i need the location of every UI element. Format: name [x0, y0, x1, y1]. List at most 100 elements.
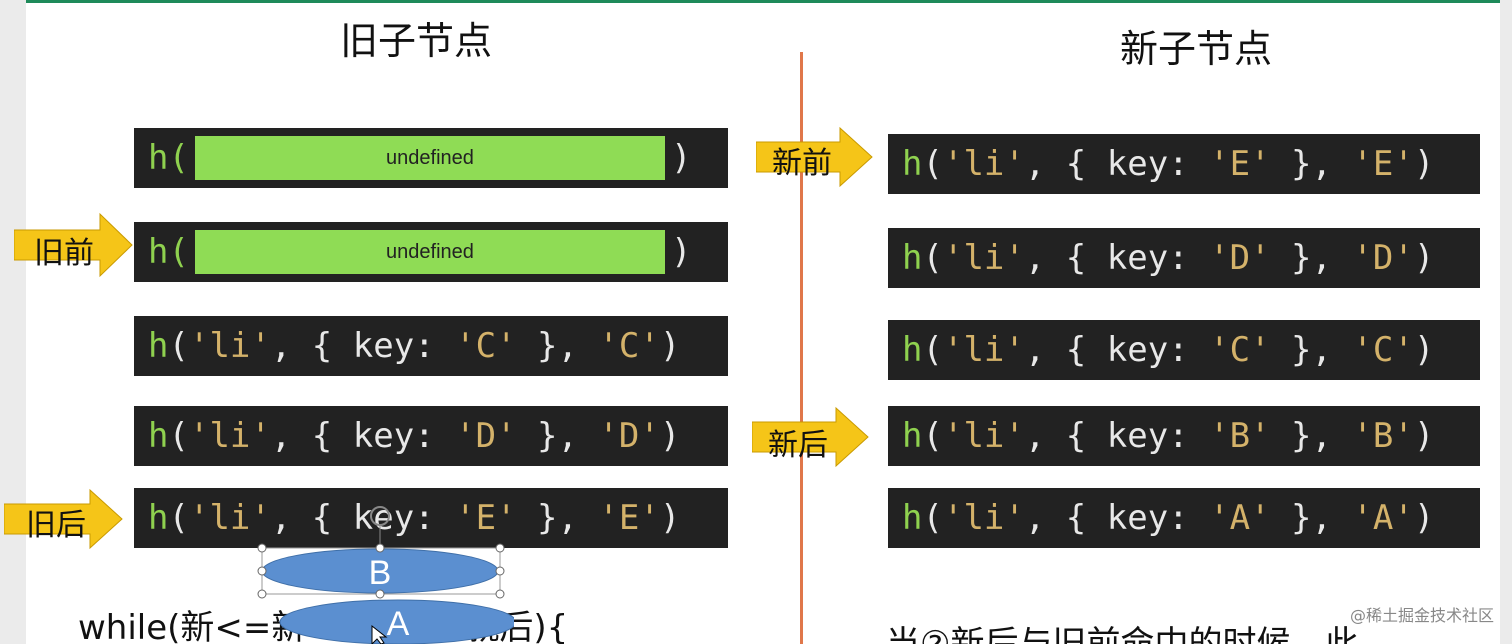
- code-text-value: 'E': [1352, 144, 1414, 184]
- old-node-3: h('li', { key: 'C' }, 'C'): [134, 316, 728, 376]
- code-sep: },: [1270, 144, 1353, 184]
- code-sep: },: [1270, 498, 1353, 538]
- code-key-value: 'C': [455, 326, 517, 366]
- ellipse-a-label: A: [387, 605, 410, 643]
- code-paren: (: [922, 498, 943, 538]
- code-key-value: 'E': [455, 498, 517, 538]
- undefined-bar: undefined: [194, 230, 665, 274]
- code-sep: , {: [1024, 330, 1107, 370]
- new-node-5: h('li', { key: 'A' }, 'A'): [888, 488, 1480, 548]
- code-sep: },: [1270, 416, 1353, 456]
- code-tag: 'li': [942, 238, 1025, 278]
- code-tag: 'li': [188, 326, 271, 366]
- code-h: h: [148, 326, 169, 366]
- code-h: h: [902, 238, 923, 278]
- code-tag: 'li': [942, 498, 1025, 538]
- new-node-3: h('li', { key: 'C' }, 'C'): [888, 320, 1480, 380]
- code-h: h: [148, 416, 169, 456]
- old-start-arrow-icon: [14, 212, 133, 278]
- code-key: key:: [1106, 238, 1210, 278]
- old-node-5: h('li', { key: 'E' }, 'E'): [134, 488, 728, 548]
- code-h: h: [902, 330, 923, 370]
- code-close: ): [659, 498, 681, 538]
- code-paren: (: [168, 416, 189, 456]
- ellipse-a: [279, 599, 514, 644]
- code-key-value: 'D': [1209, 238, 1271, 278]
- code-key: key:: [352, 416, 456, 456]
- code-sep: , {: [270, 326, 353, 366]
- code-sep: , {: [1024, 238, 1107, 278]
- left-margin: [0, 0, 26, 644]
- code-key: key:: [1106, 416, 1210, 456]
- code-key-value: 'A': [1209, 498, 1271, 538]
- old-node-2: h( undefined ): [134, 222, 728, 282]
- old-end-label: 旧后: [26, 508, 86, 543]
- code-h: h: [148, 498, 169, 538]
- code-key: key:: [352, 498, 456, 538]
- code-key-value: 'E': [1209, 144, 1271, 184]
- new-node-2: h('li', { key: 'D' }, 'D'): [888, 228, 1480, 288]
- code-h: h: [902, 144, 923, 184]
- ellipse-b-label: B: [369, 554, 392, 592]
- new-end-arrow-icon: [752, 406, 869, 468]
- code-sep: },: [516, 326, 599, 366]
- code-tag: 'li': [942, 330, 1025, 370]
- code-close: ): [659, 326, 681, 366]
- code-paren: (: [922, 238, 943, 278]
- code-key: key:: [1106, 144, 1210, 184]
- new-node-4: h('li', { key: 'B' }, 'B'): [888, 406, 1480, 466]
- code-tag: 'li': [942, 416, 1025, 456]
- code-text-value: 'A': [1352, 498, 1414, 538]
- code-sep: },: [1270, 238, 1353, 278]
- explanation-text: 当②新后与旧前命中的时候，此: [886, 624, 1359, 644]
- code-close: ): [1413, 498, 1435, 538]
- code-sep: , {: [270, 498, 353, 538]
- code-close: ): [670, 138, 692, 178]
- code-paren: (: [168, 498, 189, 538]
- code-tag: 'li': [942, 144, 1025, 184]
- rotate-handle-icon: [370, 506, 390, 526]
- new-children-title: 新子节点: [1120, 27, 1273, 71]
- old-children-title: 旧子节点: [340, 19, 493, 63]
- code-h: h: [902, 498, 923, 538]
- code-paren: (: [922, 330, 943, 370]
- code-h: h(: [148, 138, 189, 178]
- new-start-arrow-icon: [756, 126, 873, 188]
- old-end-arrow-icon: [4, 488, 123, 550]
- code-text-value: 'E': [598, 498, 660, 538]
- right-margin: [1500, 0, 1512, 644]
- ellipse-overlay[interactable]: B A: [254, 500, 514, 644]
- code-sep: },: [516, 416, 599, 456]
- watermark: @稀土掘金技术社区: [1349, 606, 1494, 625]
- code-sep: , {: [1024, 144, 1107, 184]
- old-node-4: h('li', { key: 'D' }, 'D'): [134, 406, 728, 466]
- code-paren: (: [922, 144, 943, 184]
- code-close: ): [1413, 144, 1435, 184]
- code-key-value: 'B': [1209, 416, 1271, 456]
- new-node-1: h('li', { key: 'E' }, 'E'): [888, 134, 1480, 194]
- new-end-label: 新后: [768, 428, 828, 463]
- code-key: key:: [1106, 330, 1210, 370]
- code-sep: , {: [1024, 498, 1107, 538]
- code-close: ): [1413, 416, 1435, 456]
- code-text-value: 'C': [1352, 330, 1414, 370]
- old-node-1: h( undefined ): [134, 128, 728, 188]
- code-key-value: 'C': [1209, 330, 1271, 370]
- code-paren: (: [922, 416, 943, 456]
- new-start-label: 新前: [772, 146, 832, 181]
- code-sep: },: [1270, 330, 1353, 370]
- undefined-bar: undefined: [194, 136, 665, 180]
- code-h: h: [902, 416, 923, 456]
- code-key: key:: [1106, 498, 1210, 538]
- code-close: ): [1413, 238, 1435, 278]
- code-text-value: 'D': [598, 416, 660, 456]
- code-close: ): [1413, 330, 1435, 370]
- code-sep: , {: [1024, 416, 1107, 456]
- code-h: h(: [148, 232, 189, 272]
- code-sep: },: [516, 498, 599, 538]
- code-close: ): [670, 232, 692, 272]
- column-divider: [800, 52, 803, 644]
- code-text-value: 'D': [1352, 238, 1414, 278]
- code-tag: 'li': [188, 416, 271, 456]
- code-sep: , {: [270, 416, 353, 456]
